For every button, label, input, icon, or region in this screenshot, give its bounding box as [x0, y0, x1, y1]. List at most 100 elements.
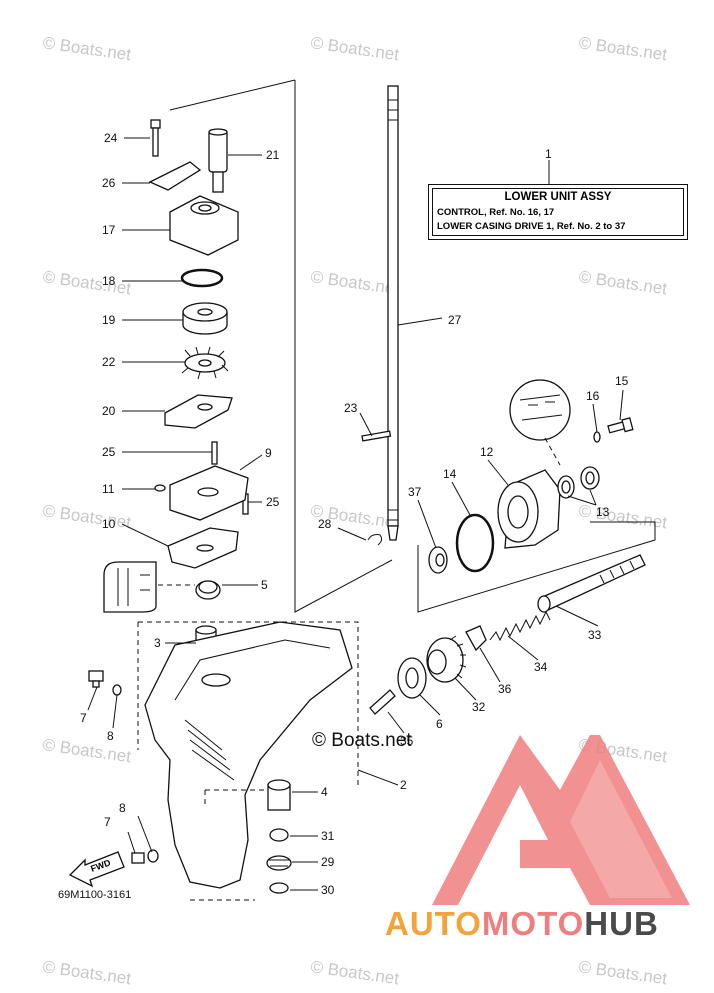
watermark: © Boats.net: [577, 33, 668, 64]
o-ring-14: [455, 513, 495, 573]
callouts: 24 21 26 17 18 19 22 20 25 9 11 25 10 5 …: [80, 131, 629, 897]
insert-cartridge-19: [182, 302, 228, 335]
callout: 25: [266, 495, 280, 509]
callout: 6: [436, 717, 443, 731]
fwd-arrow: FWD: [68, 851, 125, 888]
washer-16: [593, 431, 601, 443]
callout: 36: [498, 682, 512, 696]
group-outline: [169, 79, 296, 111]
watermark: © Boats.net: [577, 957, 668, 988]
callout: 35: [400, 734, 414, 748]
forward-gear-32: [426, 635, 467, 683]
watermark: © Boats.net: [309, 957, 400, 988]
callout: 4: [321, 785, 328, 799]
nut-30: [269, 882, 289, 894]
water-pipe-21: [208, 128, 228, 193]
gasket-8: [147, 849, 159, 863]
callout: 34: [534, 660, 548, 674]
seal-11: [154, 484, 166, 492]
callout: 10: [102, 517, 116, 531]
bushing-4: [267, 779, 291, 811]
callout: 2: [400, 778, 407, 792]
logo-part: HUB: [584, 905, 659, 942]
callout: 15: [615, 374, 629, 388]
bolt-15: [607, 417, 634, 434]
info-box-inner: [432, 188, 684, 236]
washer-37: [428, 546, 448, 574]
callout: 19: [102, 313, 116, 327]
plug-7: [88, 670, 104, 688]
plate-26: [148, 161, 202, 191]
logo-part: MOTO: [481, 905, 585, 942]
callout: 5: [261, 578, 268, 592]
watermark: © Boats.net: [577, 267, 668, 298]
callout: 14: [443, 467, 457, 481]
callout: 13: [596, 505, 610, 519]
callout: 12: [480, 445, 494, 459]
callout: 21: [266, 148, 280, 162]
callout: 28: [318, 517, 332, 531]
plug-7: [131, 852, 145, 864]
watermark: © Boats.net: [41, 957, 132, 988]
propeller-shaft-33: [537, 554, 646, 613]
info-box-line: CONTROL, Ref. No. 16, 17: [437, 207, 555, 218]
watermark: © Boats.net: [41, 735, 132, 766]
main-label: © Boats.net: [312, 730, 412, 751]
callout: 7: [104, 815, 111, 829]
callout: 7: [80, 711, 87, 725]
gasket-9: [169, 465, 249, 521]
washer-31: [269, 828, 289, 842]
info-box-ref: 1: [545, 147, 552, 161]
logo-mark: [432, 735, 690, 905]
bearing-13: [580, 466, 600, 490]
group-outline: [294, 80, 393, 613]
callout: 26: [102, 176, 116, 190]
bearing-housing-12: [497, 469, 561, 549]
logo-part: AUTO: [385, 905, 482, 942]
outer-plate-20: [164, 394, 233, 429]
callout: 37: [408, 485, 422, 499]
gasket-8: [112, 684, 122, 696]
callout: 24: [104, 131, 118, 145]
callout: 16: [586, 389, 600, 403]
callout: 20: [102, 404, 116, 418]
group-outline: [417, 521, 656, 613]
pump-housing-17: [169, 195, 239, 256]
inset-detail: [509, 379, 571, 466]
callout: 25: [102, 445, 116, 459]
callout: 11: [102, 482, 115, 496]
callout: 32: [472, 700, 486, 714]
callout: 18: [102, 274, 116, 288]
callout: 9: [265, 446, 272, 460]
callout: 30: [321, 883, 335, 897]
pin-35: [369, 689, 396, 715]
spring-34: [489, 610, 551, 642]
lower-casing-2: [137, 621, 359, 901]
impeller-22: [181, 346, 229, 380]
pin-23: [361, 430, 392, 442]
bearing-13: [557, 475, 575, 499]
callout: 8: [119, 801, 126, 815]
callout: 27: [448, 313, 462, 327]
leader-lines: [87, 137, 624, 891]
watermark: © Boats.net: [41, 267, 132, 298]
ball-bearing-6: [397, 657, 427, 699]
info-box: LOWER UNIT ASSY CONTROL, Ref. No. 16, 17…: [428, 184, 688, 240]
watermark: © Boats.net: [309, 33, 400, 64]
o-ring-18: [180, 268, 224, 288]
inset-detail: [103, 561, 195, 613]
watermark: © Boats.net: [41, 501, 132, 532]
callout: 8: [107, 729, 114, 743]
clip-28: [367, 534, 383, 546]
info-box-title: LOWER UNIT ASSY: [504, 191, 612, 203]
drive-shaft: [387, 85, 399, 541]
bolt-24: [150, 119, 161, 157]
clutch-36: [465, 625, 487, 652]
callout: 23: [344, 401, 358, 415]
callout: 31: [321, 829, 335, 843]
diagram-code: 69M1100-3161: [58, 889, 132, 901]
gasket-10: [167, 527, 239, 569]
callout: 29: [321, 855, 335, 869]
oil-seal-5: [195, 580, 221, 600]
